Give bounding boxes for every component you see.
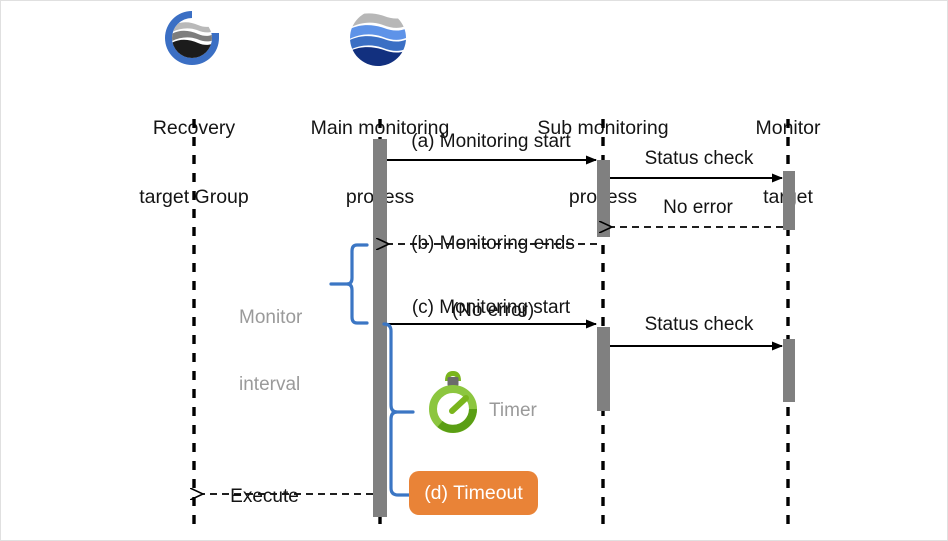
timer-bracket (382, 322, 415, 497)
group-globe-icon (161, 7, 227, 69)
lifeline-header-line2: target Group (139, 186, 249, 208)
monitor-interval-label: Monitor interval (239, 262, 335, 441)
monitor-interval-label-line2: interval (239, 374, 301, 396)
activation-bar-target-1 (783, 171, 795, 230)
msg-label-b-line1: (b) Monitoring ends (411, 232, 575, 254)
msg-label-execute-failover-line1: Execute (230, 485, 299, 507)
timer-label: Timer (489, 400, 537, 421)
monitor-interval-label-line1: Monitor (239, 306, 303, 328)
monitor-interval-brace (329, 243, 369, 325)
globe-icon (346, 7, 410, 69)
msg-label-a: (a) Monitoring start (411, 131, 571, 152)
msg-label-execute-failover: Execute failover (197, 441, 332, 540)
activation-bar-target-2 (783, 339, 795, 402)
msg-label-status-check-1: Status check (644, 148, 754, 169)
msg-label-c: (c) Monitoring start (411, 297, 571, 318)
msg-label-b-line2: (No error) (451, 300, 535, 322)
msg-label-status-check-2: Status check (644, 314, 754, 335)
activation-bar-sub-1 (597, 160, 610, 237)
msg-label-no-error: No error (663, 197, 733, 218)
activation-bar-main (373, 139, 387, 517)
lifeline-header-line1: Sub monitoring (537, 117, 669, 139)
msg-label-b: (b) Monitoring ends (No error) (390, 188, 596, 367)
timeout-badge: (d) Timeout (409, 471, 538, 515)
stopwatch-icon (422, 367, 484, 433)
activation-bar-sub-2 (597, 327, 610, 411)
